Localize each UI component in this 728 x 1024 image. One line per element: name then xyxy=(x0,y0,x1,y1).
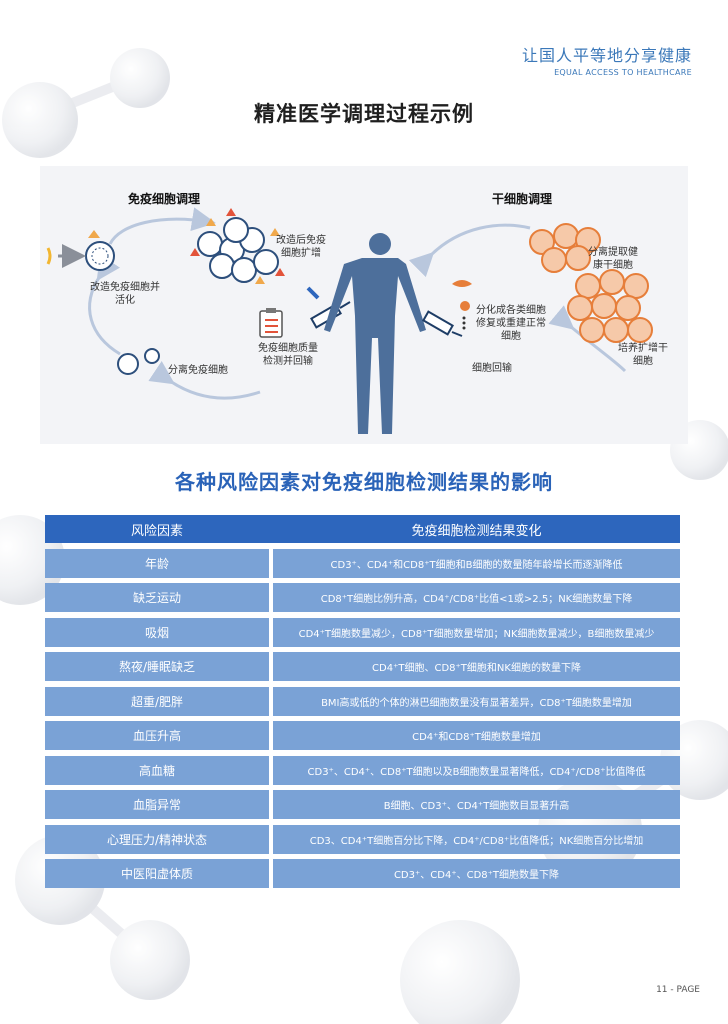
row-factor: 中医阳虚体质 xyxy=(45,859,269,888)
row-factor: 年龄 xyxy=(45,548,269,578)
label-quality-reinfuse: 免疫细胞质量 检测并回输 xyxy=(258,343,318,367)
immune-cell-cluster xyxy=(46,230,115,271)
row-effect: CD4⁺和CD8⁺T细胞数量增加 xyxy=(273,721,680,750)
syringe-icon xyxy=(422,310,463,337)
row-effect: CD4⁺T细胞、CD8⁺T细胞和NK细胞的数量下降 xyxy=(273,652,680,681)
row-effect: CD3⁺、CD4⁺、CD8⁺T细胞以及B细胞数量显著降低，CD4⁺/CD8⁺比值… xyxy=(273,755,680,785)
table-header: 风险因素 免疫细胞检测结果变化 xyxy=(45,515,680,543)
section-title: 各种风险因素对免疫细胞检测结果的影响 xyxy=(175,470,553,494)
row-effect: B细胞、CD3⁺、CD4⁺T细胞数目显著升高 xyxy=(273,790,680,819)
clipboard-icon xyxy=(259,308,283,338)
cycle-arrow xyxy=(548,305,627,373)
page-title: 精准医学调理过程示例 xyxy=(254,102,474,126)
label-expand: 改造后免疫 细胞扩增 xyxy=(276,235,326,259)
human-body-figure xyxy=(324,233,426,434)
differentiated-cells-icon xyxy=(452,280,472,330)
row-factor: 吸烟 xyxy=(45,617,269,647)
cycle-arrow xyxy=(408,223,531,278)
row-effect: BMI高或低的个体的淋巴细胞数量没有显著差异，CD8⁺T细胞数量增加 xyxy=(273,686,680,716)
label-separate-stem: 分离提取健 康干细胞 xyxy=(588,247,638,271)
row-factor: 心理压力/精神状态 xyxy=(45,824,269,854)
row-factor: 熬夜/睡眠缺乏 xyxy=(45,652,269,681)
row-factor: 缺乏运动 xyxy=(45,583,269,612)
therapy-process-diagram: 免疫细胞调理 干细胞调理 改造免疫细胞并 活化 改造后免疫 细胞扩增 分离免疫细… xyxy=(40,166,688,444)
header-result-change: 免疫细胞检测结果变化 xyxy=(411,523,542,539)
label-differentiate: 分化成各类细胞 修复或重建正常 细胞 xyxy=(476,305,546,342)
row-effect: CD3⁺、CD4⁺、CD8⁺T细胞数量下降 xyxy=(273,859,680,888)
label-separate-immune: 分离免疫细胞 xyxy=(168,365,228,376)
process-illustration xyxy=(46,207,653,434)
stem-therapy-title: 干细胞调理 xyxy=(492,192,553,206)
header-risk-factor: 风险因素 xyxy=(130,523,183,539)
brand-slogan-en: EQUAL ACCESS TO HEALTHCARE xyxy=(554,68,692,77)
row-effect: CD3⁺、CD4⁺和CD8⁺T细胞和B细胞的数量随年龄增长而逐渐降低 xyxy=(273,548,680,578)
row-effect: CD3、CD4⁺T细胞百分比下降，CD4⁺/CD8⁺比值降低；NK细胞百分比增加 xyxy=(273,824,680,854)
immune-therapy-title: 免疫细胞调理 xyxy=(128,192,201,206)
page-number: 11 - PAGE xyxy=(656,985,700,995)
cycle-arrow xyxy=(108,207,216,245)
label-reinfuse: 细胞回输 xyxy=(472,363,512,374)
brand-slogan: 让国人平等地分享健康 xyxy=(521,46,692,65)
row-effect: CD8⁺T细胞比例升高，CD4⁺/CD8⁺比值<1或>2.5；NK细胞数量下降 xyxy=(273,583,680,612)
cycle-arrow xyxy=(148,361,261,400)
cycle-arrow xyxy=(88,254,121,356)
brand-block: 让国人平等地分享健康 EQUAL ACCESS TO HEALTHCARE xyxy=(522,46,692,77)
row-factor: 血压升高 xyxy=(45,721,269,750)
label-culture-expand: 培养扩增干 细胞 xyxy=(618,343,668,367)
row-factor: 超重/肥胖 xyxy=(45,686,269,716)
row-effect: CD4⁺T细胞数量减少，CD8⁺T细胞数量增加；NK细胞数量减少，B细胞数量减少 xyxy=(273,617,680,647)
cultured-stem-cells xyxy=(567,269,653,343)
label-modify-activate: 改造免疫细胞并 活化 xyxy=(90,282,160,306)
expanded-immune-cells xyxy=(190,208,285,284)
separated-immune-cells xyxy=(117,348,160,375)
stem-cell-cluster xyxy=(529,223,601,273)
row-factor: 高血糖 xyxy=(45,755,269,785)
row-factor: 血脂异常 xyxy=(45,790,269,819)
